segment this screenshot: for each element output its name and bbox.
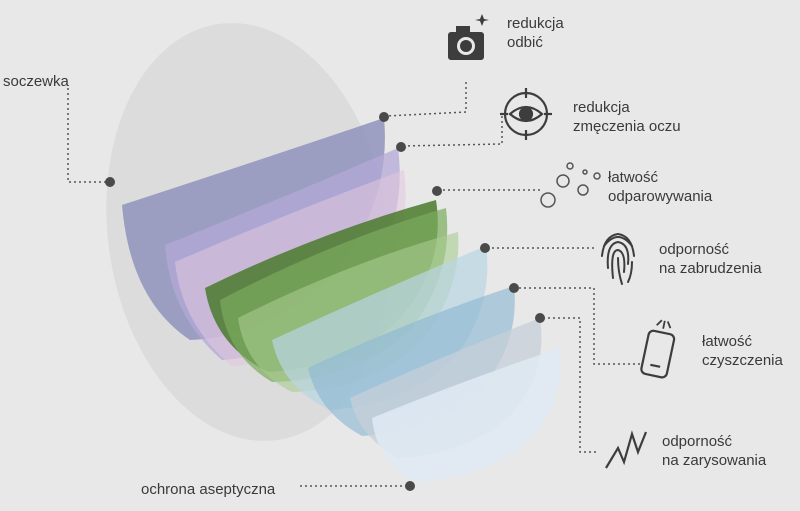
dot-scratch [535, 313, 545, 323]
label-lens: soczewka [3, 73, 69, 90]
coating-layers [122, 118, 561, 482]
dot-evaporation [432, 186, 442, 196]
dot-eye-strain [396, 142, 406, 152]
fingerprint-icon [601, 232, 635, 285]
label-aseptic: ochrona aseptyczna [141, 481, 276, 498]
dot-reflection [379, 112, 389, 122]
leader-cleaning [514, 287, 640, 365]
leader-scratch [540, 317, 596, 453]
layer-aseptic [372, 348, 561, 482]
label-scratch: odporność na zarysowania [662, 433, 767, 469]
dot-smudge [480, 243, 490, 253]
label-reflection: redukcja odbić [507, 15, 564, 51]
label-eye-strain: redukcja zmęczenia oczu [573, 99, 681, 135]
label-evaporation: łatwość odparowywania [608, 169, 713, 205]
label-cleaning: łatwość czyszczenia [702, 333, 783, 369]
bubbles-icon [540, 162, 601, 208]
leader-reflection [385, 82, 467, 117]
leader-lens [67, 88, 110, 183]
dot-cleaning [509, 283, 519, 293]
leader-eye-strain [401, 116, 503, 147]
phone-clean-icon [640, 319, 676, 379]
eye-target-icon [500, 88, 552, 140]
leader-dots [105, 112, 545, 491]
camera-flash-icon [448, 14, 489, 60]
dot-aseptic [405, 481, 415, 491]
leader-lines [67, 82, 640, 487]
label-smudge: odporność na zabrudzenia [659, 241, 762, 277]
dot-lens [105, 177, 115, 187]
scratch-icon [605, 430, 648, 469]
